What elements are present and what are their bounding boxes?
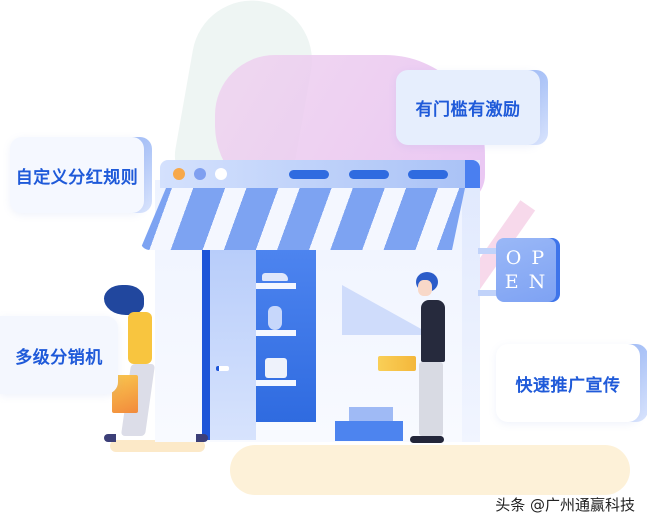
package-yellow xyxy=(378,356,416,371)
window-dot-blue xyxy=(194,168,206,180)
man-head xyxy=(418,280,432,296)
shelf-2 xyxy=(256,330,296,336)
header-pill-2 xyxy=(349,170,389,179)
shelf-3 xyxy=(256,380,296,386)
label-multilevel-distribution: 多级分销机 xyxy=(15,347,103,368)
sign-bracket-top xyxy=(478,248,498,254)
man-torso xyxy=(421,300,445,362)
vase-icon xyxy=(268,306,282,330)
box-top xyxy=(349,407,393,421)
open-sign: O P E N xyxy=(496,238,556,302)
sign-bracket-bottom xyxy=(478,290,498,296)
header-corner xyxy=(465,160,480,188)
label-card-fast-promotion: 快速推广宣传 xyxy=(496,344,640,422)
window-dot-orange xyxy=(173,168,185,180)
window-dot-white xyxy=(215,168,227,180)
door-frame xyxy=(202,250,210,440)
watermark: 头条 @广州通赢科技 xyxy=(495,496,635,514)
door-handle xyxy=(216,366,229,371)
woman-torso xyxy=(128,312,152,364)
shelf-1 xyxy=(256,283,296,289)
label-fast-promotion: 快速推广宣传 xyxy=(515,375,621,396)
store-right-post xyxy=(462,160,480,442)
floor-glow xyxy=(230,445,630,495)
header-pill-1 xyxy=(289,170,329,179)
open-sign-row-2: E N xyxy=(504,271,548,293)
handbag-icon xyxy=(265,358,287,378)
label-threshold-incentive: 有门槛有激励 xyxy=(415,100,521,120)
box-bottom xyxy=(335,421,403,441)
label-custom-dividend-rules: 自定义分红规则 xyxy=(15,167,139,188)
striped-awning xyxy=(140,188,465,250)
floor-shadow-left xyxy=(110,440,205,452)
woman-hair xyxy=(104,285,144,315)
label-card-multilevel-distribution: 多级分销机 xyxy=(0,316,118,394)
door[interactable] xyxy=(210,250,256,440)
shoe-icon xyxy=(262,273,288,281)
man-legs xyxy=(419,362,443,436)
open-sign-row-1: O P xyxy=(505,247,547,269)
label-card-threshold-incentive: 有门槛有激励 xyxy=(396,70,540,145)
header-pill-3 xyxy=(408,170,448,179)
label-card-custom-dividend: 自定义分红规则 xyxy=(10,137,144,213)
woman-shoes xyxy=(104,434,208,442)
man-shoes xyxy=(410,436,444,443)
